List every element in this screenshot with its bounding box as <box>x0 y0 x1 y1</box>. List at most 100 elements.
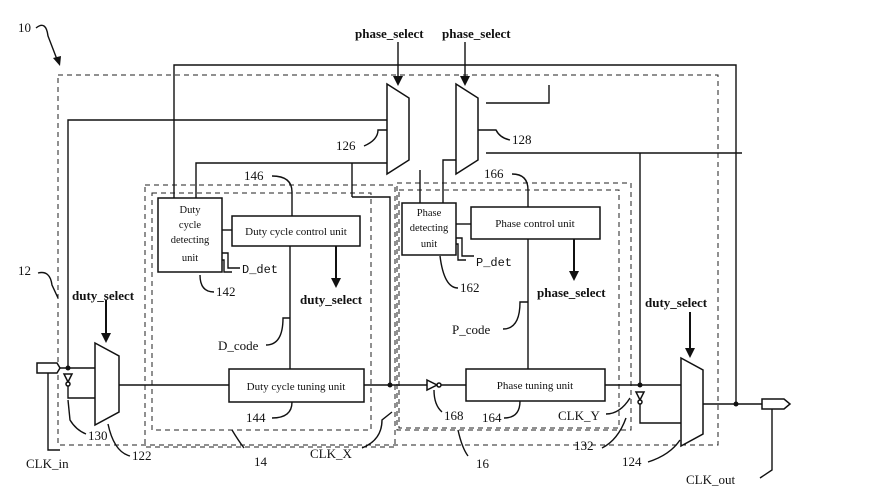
wire-to-clkx <box>352 196 391 384</box>
wire-inverted-clk-y <box>639 404 681 424</box>
wire-mux128-to-phase <box>442 159 456 205</box>
phase-detect-line-2: detecting <box>410 223 449 234</box>
ref-12: 12 <box>18 263 31 278</box>
ref-16: 16 <box>476 456 490 471</box>
ref-166: 166 <box>484 166 504 181</box>
phase-control-label: Phase control unit <box>495 218 574 230</box>
arrow-phase-select-1 <box>393 76 403 86</box>
phase-detect-line-1: Phase <box>417 208 442 219</box>
ref-164: 164 <box>482 410 502 425</box>
wire-clk-in-label <box>47 373 60 451</box>
phase-tuning-unit <box>465 368 606 402</box>
duty-cycle-control-unit <box>231 215 361 247</box>
mux-124 <box>680 356 704 448</box>
wire-clkin-to-mux126 <box>67 119 387 368</box>
ref-10: 10 <box>18 20 31 35</box>
mux-128 <box>455 82 479 176</box>
leader-132 <box>601 417 627 449</box>
wire-p-det-2 <box>456 243 466 261</box>
node-clk-out <box>733 401 739 407</box>
ref-162: 162 <box>460 280 480 295</box>
clk-out-connector <box>761 398 792 410</box>
wire-mux128-top <box>486 85 550 104</box>
arrow-10 <box>53 56 61 66</box>
region-16-inner-outline <box>398 189 620 429</box>
leader-168 <box>433 389 443 413</box>
wire-d-det-2 <box>222 259 232 273</box>
label-clk-x: CLK_X <box>310 446 353 461</box>
arrow-duty-select-in <box>101 333 111 343</box>
ref-146: 146 <box>244 168 264 183</box>
phase-control-unit <box>470 206 601 240</box>
mux-126 <box>386 82 410 176</box>
leader-164 <box>503 400 521 419</box>
leader-122 <box>107 423 131 457</box>
label-phase-select-1: phase_select <box>355 26 424 41</box>
phase-detecting-unit <box>401 202 457 256</box>
leader-130 <box>67 399 87 435</box>
label-p-det: P_det <box>476 256 512 270</box>
duty-detect-line-2: cycle <box>179 220 201 231</box>
phase-tuning-label: Phase tuning unit <box>497 380 573 392</box>
leader-10 <box>35 24 59 63</box>
duty-tuning-label: Duty cycle tuning unit <box>247 381 346 393</box>
ref-126: 126 <box>336 138 356 153</box>
leader-d-code <box>265 317 290 346</box>
label-phase-select-2: phase_select <box>442 26 511 41</box>
leader-clk-x <box>361 411 393 449</box>
arrow-phase-select-2 <box>460 76 470 86</box>
label-d-code: D_code <box>218 338 259 353</box>
ref-122: 122 <box>132 448 152 463</box>
ref-168: 168 <box>444 408 464 423</box>
arrow-duty-select-out <box>685 348 695 358</box>
ref-124: 124 <box>622 454 642 469</box>
arrow-duty-select-mid <box>331 278 341 288</box>
label-phase-select-mid: phase_select <box>537 285 606 300</box>
inverter-130-bubble <box>65 381 71 387</box>
inverter-132-bubble <box>637 399 643 405</box>
node-clk-in <box>65 365 71 371</box>
label-duty-select-out: duty_select <box>645 295 708 310</box>
label-clk-out: CLK_out <box>686 472 736 487</box>
wire-clk-out-label <box>759 409 773 479</box>
label-duty-select-mid: duty_select <box>300 292 363 307</box>
ref-142: 142 <box>216 284 236 299</box>
leader-128 <box>478 129 511 141</box>
region-14-inner-outline <box>151 192 372 431</box>
region-12-outline <box>57 74 719 446</box>
ref-132: 132 <box>574 438 594 453</box>
leader-146 <box>271 175 293 216</box>
leader-162 <box>439 255 459 289</box>
leader-14 <box>231 429 245 449</box>
leader-12 <box>37 271 59 299</box>
leader-p-code <box>502 301 528 330</box>
inverter-130 <box>62 373 74 384</box>
ref-14: 14 <box>254 454 268 469</box>
wire-d-det <box>222 252 240 269</box>
wire-inverted-clk-in <box>67 386 95 399</box>
leader-126 <box>363 129 387 147</box>
phase-detect-line-3: unit <box>421 239 437 250</box>
leader-166 <box>511 173 529 207</box>
clk-in-connector <box>36 362 61 374</box>
leader-124 <box>647 439 681 463</box>
node-clk-x <box>387 382 393 388</box>
ref-144: 144 <box>246 410 266 425</box>
ref-130: 130 <box>88 428 108 443</box>
duty-control-label: Duty cycle control unit <box>245 226 347 238</box>
duty-detect-line-1: Duty <box>180 205 202 216</box>
leader-142 <box>199 274 215 293</box>
region-14-outline <box>144 184 396 448</box>
wire-p-det <box>456 237 474 257</box>
label-clk-in: CLK_in <box>26 456 69 471</box>
leader-16 <box>457 429 469 457</box>
label-d-det: D_det <box>242 263 278 277</box>
wire-top-loop <box>173 64 737 403</box>
mux-122 <box>94 341 120 427</box>
ref-128: 128 <box>512 132 532 147</box>
arrow-phase-select-mid <box>569 271 579 281</box>
region-16-outline <box>396 182 632 431</box>
leader-clk-y <box>605 397 631 415</box>
